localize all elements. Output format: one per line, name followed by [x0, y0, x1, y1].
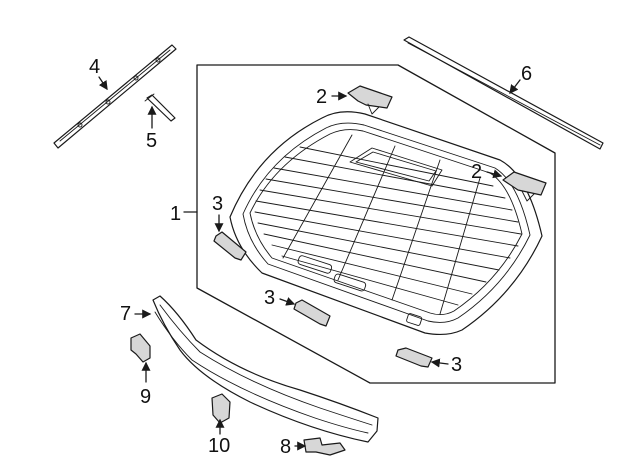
callout-6: 6 [521, 63, 532, 85]
callout-3c: 3 [451, 354, 462, 376]
callout-7: 7 [120, 303, 131, 325]
callout-3b: 3 [264, 287, 275, 309]
callout-1: 1 [170, 203, 181, 225]
callout-10: 10 [208, 435, 230, 457]
rear-glass [229, 111, 543, 336]
callout-5: 5 [146, 130, 157, 152]
callout-4: 4 [89, 56, 100, 78]
callout-9: 9 [140, 386, 151, 408]
assembly-outline [196, 64, 556, 384]
part-5-clip [144, 93, 176, 122]
part-4-molding [53, 44, 177, 149]
leader-lines [98, 76, 521, 451]
part-3-spacer-middle [293, 299, 331, 327]
callout-8: 8 [280, 436, 291, 458]
part-3-spacer-right [395, 347, 433, 368]
part-2-pad-lower [502, 171, 547, 202]
part-8-bracket [303, 437, 346, 456]
part-6-molding [403, 36, 604, 150]
defroster-grid [254, 134, 522, 315]
part-2-pad-upper [347, 85, 393, 115]
callout-2b: 2 [471, 161, 482, 183]
part-10-bracket [211, 393, 231, 424]
part-9-bracket [130, 333, 151, 363]
part-7-cowl [152, 295, 379, 443]
callout-3a: 3 [212, 193, 223, 215]
callout-2a: 2 [316, 86, 327, 108]
